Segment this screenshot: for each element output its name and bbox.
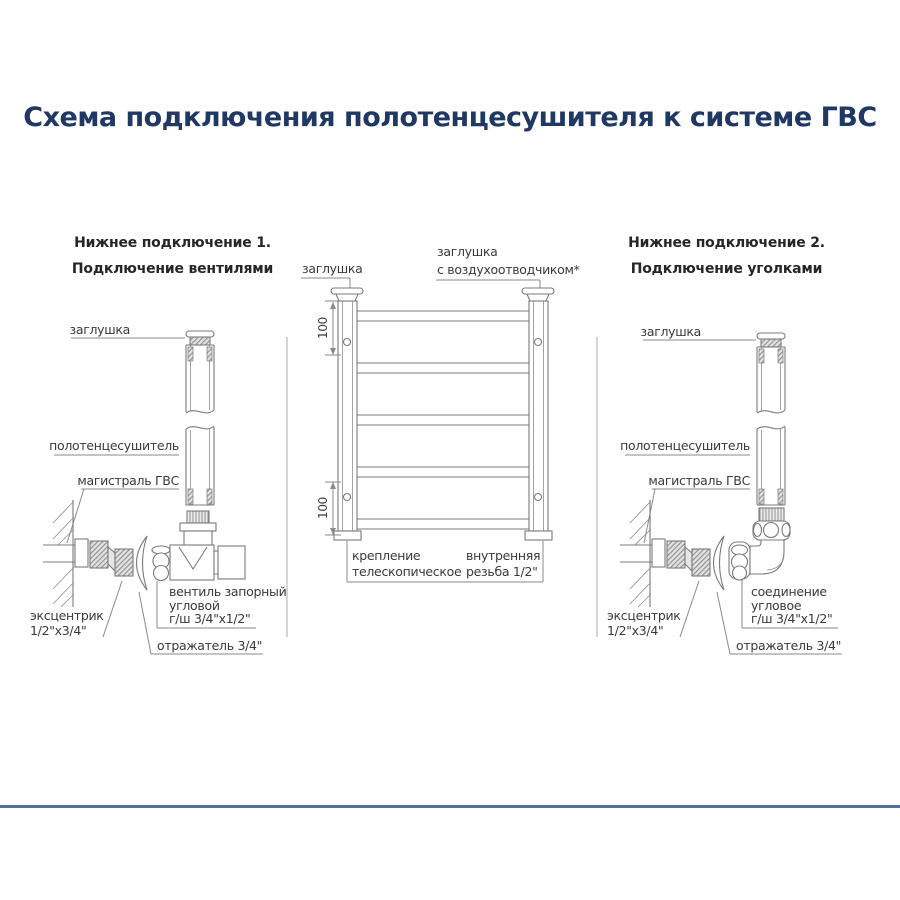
left-valve-label-line3: г/ш 3/4"х1/2" [169, 611, 250, 626]
left-angle-valve [151, 510, 246, 582]
right-eccentric-label-line1: эксцентрик [607, 608, 681, 623]
page-title: Схема подключения полотенцесушителя к си… [23, 102, 877, 134]
left-towel-tube [185, 344, 215, 506]
right-column-heading: Нижнее подключение 2. Подключение уголка… [604, 236, 849, 276]
right-plug-label: заглушка [640, 324, 701, 339]
center-bracket-label-line1: крепление [352, 548, 421, 563]
left-valve-label-line1: вентиль запорный [169, 584, 286, 599]
right-reflector-label: отражатель 3/4" [736, 638, 841, 653]
right-wall [629, 500, 652, 608]
bottom-rule [0, 805, 900, 808]
right-elbow-label-line2: угловое [751, 598, 802, 613]
right-heading-line1: Нижнее подключение 2. [628, 235, 825, 251]
right-supply-pipe [620, 538, 666, 568]
center-bracket-label-line2: телескопическое [352, 564, 462, 579]
left-supply-pipe [43, 538, 89, 568]
right-diagram: заглушка [607, 324, 842, 655]
right-reflector-leader [716, 591, 731, 655]
center-caps [330, 287, 555, 302]
left-valve-label-line2: угловой [169, 598, 220, 613]
left-reflector [135, 535, 148, 591]
left-main-label: магистраль ГВС [77, 473, 179, 488]
left-eccentric-label-line2: 1/2"х3/4" [30, 623, 86, 638]
right-towel-tube [756, 346, 786, 506]
left-eccentric-label-line1: эксцентрик [30, 608, 104, 623]
right-heading-line2: Подключение уголками [630, 261, 823, 277]
center-dimension-bottom: 100 [316, 481, 341, 536]
right-towel-label: полотенцесушитель [620, 438, 750, 453]
left-reflector-leader [138, 591, 152, 655]
left-eccentric-leader [102, 580, 123, 638]
right-angle-elbow [728, 507, 791, 581]
center-plug-right-label-line2: с воздухоотводчиком* [437, 262, 580, 277]
right-eccentric-label-line2: 1/2"х3/4" [607, 623, 663, 638]
right-plug-cap [756, 332, 786, 348]
right-elbow-label-line1: соединение [751, 584, 827, 599]
left-eccentric-fitting [89, 540, 134, 577]
right-main-label: магистраль ГВС [648, 473, 750, 488]
left-main-leader [66, 488, 85, 544]
left-heading-line2: Подключение вентилями [71, 261, 274, 277]
center-thread-label-line2: резьба 1/2" [466, 564, 538, 579]
left-wall [52, 500, 75, 608]
left-column-heading: Нижнее подключение 1. Подключение вентил… [50, 236, 295, 276]
right-eccentric-fitting [666, 540, 711, 577]
center-diagram: заглушка заглушка с воздухоотводчиком* [301, 244, 580, 583]
center-ladder [333, 300, 553, 541]
center-thread-label-line1: внутренняя [466, 548, 540, 563]
center-dim-bottom-value: 100 [316, 497, 330, 519]
left-heading-line1: Нижнее подключение 1. [74, 235, 271, 251]
center-plug-right-label-line1: заглушка [437, 244, 498, 259]
right-reflector [712, 535, 725, 591]
center-dim-top-value: 100 [316, 317, 330, 339]
center-plug-left-label: заглушка [302, 261, 363, 276]
left-towel-label: полотенцесушитель [49, 438, 179, 453]
left-plug-cap [185, 330, 215, 346]
center-dimension-top: 100 [316, 300, 341, 356]
left-plug-label: заглушка [69, 322, 130, 337]
right-elbow-label-line3: г/ш 3/4"х1/2" [751, 611, 832, 626]
left-reflector-label: отражатель 3/4" [157, 638, 262, 653]
left-diagram: заглушка [30, 322, 287, 655]
right-eccentric-leader [679, 580, 700, 638]
